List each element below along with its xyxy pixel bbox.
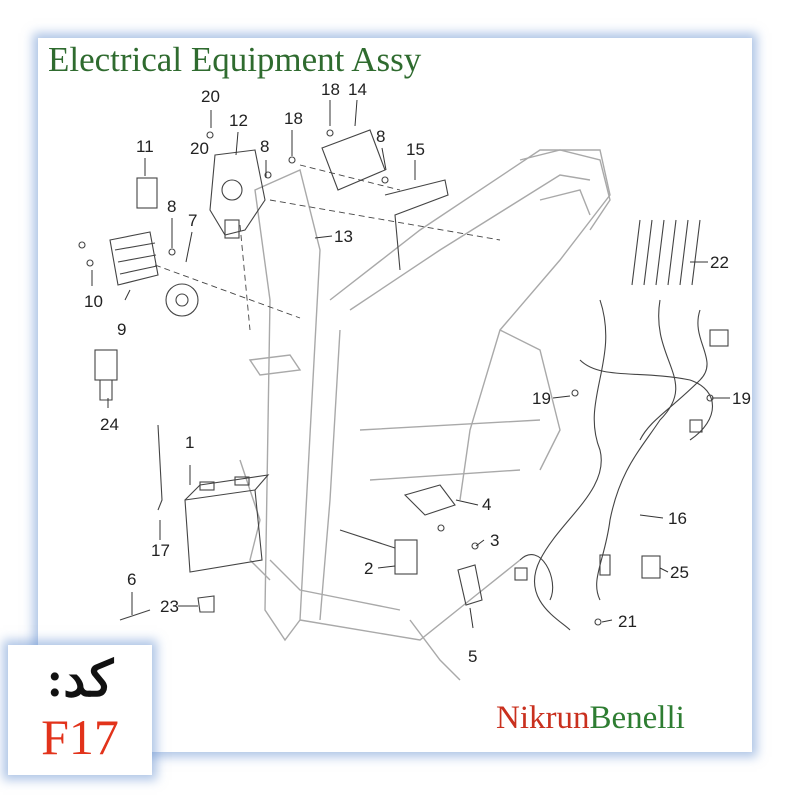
callout-13: 13 [334, 227, 353, 246]
callout-15: 15 [406, 140, 425, 159]
clip-part [197, 595, 215, 613]
callout-23: 23 [160, 597, 179, 616]
diagram-frame [38, 38, 752, 752]
brand-part-1: Nikrun [496, 700, 590, 736]
brand-part-2: Benelli [589, 700, 685, 736]
callout-17: 17 [151, 541, 170, 560]
callout-3: 3 [490, 531, 499, 550]
socket-part [94, 349, 118, 401]
callout-labels: 1 2 3 4 5 6 7 8 8 8 9 10 11 12 13 14 15 … [84, 80, 751, 666]
callout-7: 7 [188, 211, 197, 230]
rod-part [157, 424, 163, 511]
regulator-part [109, 231, 159, 286]
bracket-part [384, 179, 449, 271]
callout-20a: 20 [201, 87, 220, 106]
wiring-harness-part [514, 299, 729, 631]
callout-9: 9 [117, 320, 126, 339]
callout-4: 4 [482, 495, 491, 514]
ignition-switch-part [209, 149, 266, 239]
callout-8c: 8 [376, 127, 385, 146]
callout-1: 1 [185, 433, 194, 452]
frame-body [239, 149, 611, 681]
callout-25: 25 [670, 563, 689, 582]
starter-relay-part [339, 529, 418, 575]
assembly-lines [154, 164, 501, 331]
callout-12: 12 [229, 111, 248, 130]
side-switch-part [457, 564, 483, 606]
callout-8a: 8 [167, 197, 176, 216]
bolts-part [78, 129, 714, 626]
leader-lines [91, 99, 730, 629]
callout-20b: 20 [190, 139, 209, 158]
relay-part [136, 177, 158, 209]
horn-part [165, 283, 199, 317]
pin-part [119, 609, 151, 621]
cdi-unit-part [321, 129, 386, 191]
callout-24: 24 [100, 415, 119, 434]
callout-19b: 19 [732, 389, 751, 408]
code-value: F17 [41, 709, 119, 765]
sensor-part [403, 484, 456, 516]
callout-18b: 18 [284, 109, 303, 128]
battery-part [184, 474, 270, 573]
diagram-title: Electrical Equipment Assy [48, 40, 422, 79]
brand-logo-text: NikrunBenelli [496, 700, 685, 737]
callout-22: 22 [710, 253, 729, 272]
part-code-box: کد: F17 [8, 645, 152, 775]
cable-ties-part [631, 219, 701, 286]
callout-2: 2 [364, 559, 373, 578]
callout-11: 11 [136, 137, 154, 156]
callout-18a: 18 [321, 80, 340, 99]
code-label: کد: [46, 651, 114, 707]
callout-6: 6 [127, 570, 136, 589]
callout-19a: 19 [532, 389, 551, 408]
callout-8b: 8 [260, 137, 269, 156]
callout-5: 5 [468, 647, 477, 666]
callout-21: 21 [618, 612, 637, 631]
callout-10: 10 [84, 292, 103, 311]
relay-25-part [641, 555, 661, 579]
callout-14: 14 [348, 80, 367, 99]
callout-16: 16 [668, 509, 687, 528]
